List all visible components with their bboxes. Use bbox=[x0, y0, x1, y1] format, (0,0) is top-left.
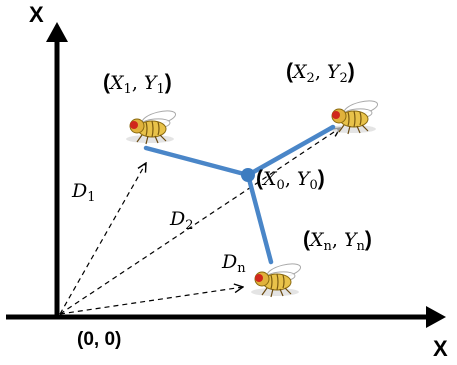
fly-icon bbox=[327, 97, 380, 135]
vector-d2 bbox=[59, 128, 340, 315]
point-1-label: (X1, Y1) bbox=[103, 71, 172, 97]
fly-icon bbox=[125, 107, 178, 145]
center-node bbox=[241, 168, 255, 182]
y-axis-label: X bbox=[29, 2, 44, 27]
link-n bbox=[245, 172, 274, 265]
point-2-label: (X2, Y2) bbox=[286, 60, 355, 86]
x-axis-label: X bbox=[433, 336, 448, 361]
vector-d1 bbox=[59, 163, 146, 315]
link-2 bbox=[245, 124, 336, 178]
link-1 bbox=[143, 145, 251, 178]
y-axis-arrowhead bbox=[46, 22, 68, 42]
distance-d2-label: D2 bbox=[170, 208, 194, 233]
vector-dn bbox=[59, 287, 243, 315]
x-axis-arrowhead bbox=[426, 306, 446, 328]
distance-d1-label: D1 bbox=[72, 180, 96, 205]
distance-dn-label: Dn bbox=[222, 251, 246, 276]
point-0-label: (X0, Y0) bbox=[256, 167, 325, 193]
origin-label: (0, 0) bbox=[77, 329, 122, 350]
fly-icon bbox=[250, 260, 303, 298]
point-n-label: (Xn, Yn) bbox=[303, 228, 372, 254]
